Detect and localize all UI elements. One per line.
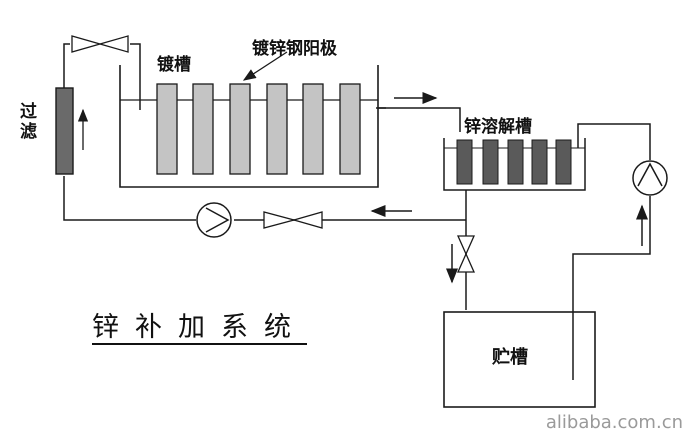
watermark: alibaba.com.cn — [545, 412, 683, 433]
plating-tank-label: 镀槽 — [157, 55, 191, 75]
pump-icon — [632, 160, 668, 196]
storage-tank-label: 贮槽 — [492, 347, 528, 368]
valve-icon — [71, 35, 129, 53]
filter-label: 过滤 — [20, 102, 37, 142]
zinc-rod — [507, 139, 524, 185]
dissolving-rods — [456, 139, 572, 185]
top-line — [63, 43, 141, 110]
pump-icon — [196, 202, 232, 238]
feed-line — [572, 123, 651, 380]
filter-unit — [55, 87, 89, 175]
zinc-rod — [456, 139, 473, 185]
anode-label: 镀锌钢阳极 — [252, 39, 337, 59]
anode-plate — [156, 83, 178, 175]
diagram-title: 锌补加系统 — [92, 312, 307, 343]
storage-tank — [443, 311, 596, 408]
anode-plates — [156, 83, 361, 175]
zinc-rod — [531, 139, 548, 185]
zinc-rod — [482, 139, 499, 185]
valve-icon — [456, 235, 476, 273]
anode-plate — [192, 83, 214, 175]
anode-plate — [229, 83, 251, 175]
anode-pointer — [242, 51, 288, 81]
anode-plate — [266, 83, 288, 175]
valve-icon — [263, 211, 323, 229]
dissolving-tank-label: 锌溶解槽 — [464, 117, 532, 137]
anode-plate — [339, 83, 361, 175]
anode-plate — [302, 83, 324, 175]
overflow-pipe — [376, 92, 461, 132]
zinc-rod — [555, 139, 572, 185]
